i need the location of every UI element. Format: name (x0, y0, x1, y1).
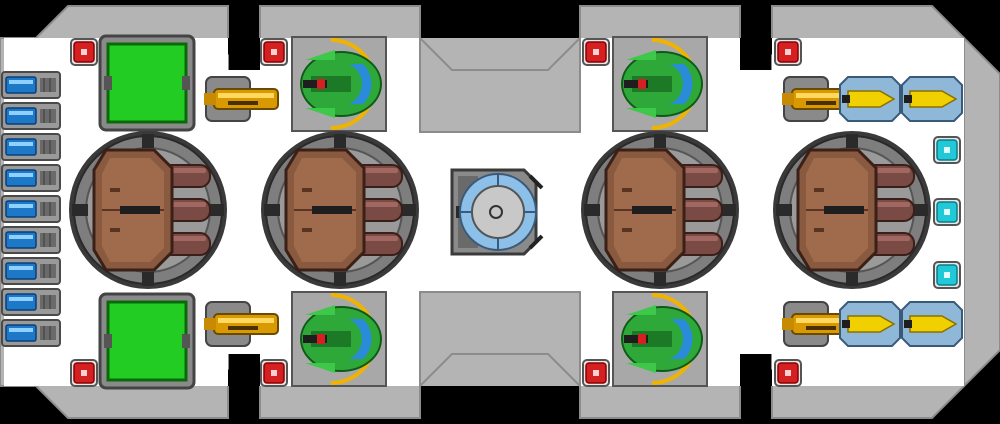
red-connector-icon[interactable] (70, 38, 98, 66)
triple-barrel-turret-icon[interactable] (259, 129, 421, 291)
green-cannon-icon[interactable] (611, 35, 709, 133)
red-connector-icon[interactable] (260, 359, 288, 387)
missile-pod-icon[interactable] (839, 76, 901, 122)
battery-cell-icon (1, 102, 61, 130)
triple-barrel-turret-icon[interactable] (579, 129, 741, 291)
green-hatch-icon[interactable] (98, 34, 196, 132)
red-connector-icon[interactable] (774, 38, 802, 66)
triple-barrel-turret-icon[interactable] (771, 129, 933, 291)
shield-dome-icon[interactable] (450, 168, 544, 256)
green-cannon-icon[interactable] (290, 290, 388, 388)
battery-cell-icon (1, 71, 61, 99)
missile-pod-icon[interactable] (901, 76, 963, 122)
battery-cell-icon (1, 164, 61, 192)
red-connector-icon[interactable] (774, 359, 802, 387)
red-connector-icon[interactable] (260, 38, 288, 66)
battery-cell-icon (1, 133, 61, 161)
cyan-connector-icon[interactable] (933, 198, 961, 226)
red-connector-icon[interactable] (582, 38, 610, 66)
cyan-connector-icon[interactable] (933, 261, 961, 289)
battery-cell-icon (1, 319, 61, 347)
red-connector-icon[interactable] (582, 359, 610, 387)
green-hatch-icon[interactable] (98, 292, 196, 390)
red-connector-icon[interactable] (70, 359, 98, 387)
battery-bank (1, 71, 61, 347)
cyan-connector-icon[interactable] (933, 136, 961, 164)
missile-pod-icon[interactable] (839, 301, 901, 347)
green-cannon-icon[interactable] (611, 290, 709, 388)
battery-cell-icon (1, 226, 61, 254)
battery-cell-icon (1, 195, 61, 223)
green-cannon-icon[interactable] (290, 35, 388, 133)
triple-barrel-turret-icon[interactable] (67, 129, 229, 291)
battery-cell-icon (1, 288, 61, 316)
missile-pod-icon[interactable] (901, 301, 963, 347)
battery-cell-icon (1, 257, 61, 285)
